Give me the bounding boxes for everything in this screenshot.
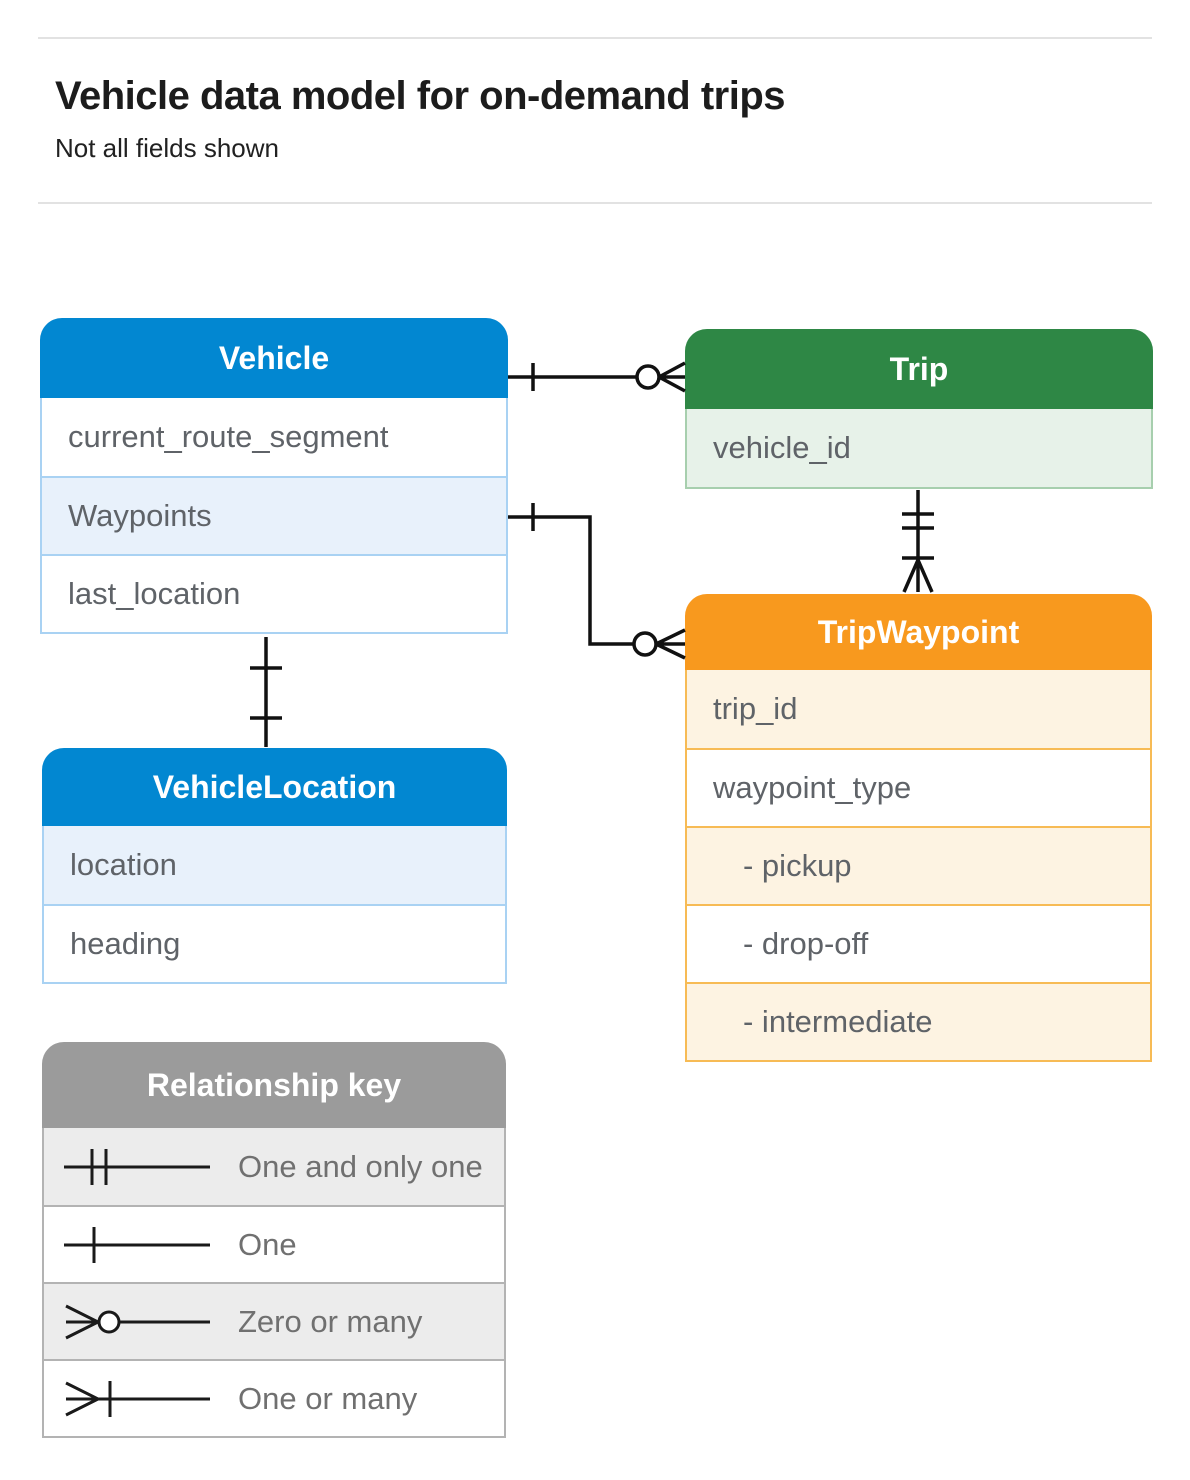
- trip-table: Trip vehicle_id: [685, 329, 1153, 489]
- table-row: - drop-off: [687, 904, 1150, 982]
- vehicle-vehiclelocation-connector: [250, 637, 282, 747]
- zero-or-many-icon: [62, 1294, 212, 1350]
- table-row: vehicle_id: [687, 409, 1151, 487]
- vehicle-table: Vehicle current_route_segment Waypoints …: [40, 318, 508, 634]
- relationship-key: Relationship key One and only one One Ze…: [42, 1042, 506, 1438]
- table-row: trip_id: [687, 670, 1150, 748]
- table-row: current_route_segment: [42, 398, 506, 476]
- relationship-key-body: One and only one One Zero or many One or…: [42, 1128, 506, 1438]
- one-icon: [62, 1217, 212, 1273]
- trip-tripwaypoint-connector: [902, 490, 934, 593]
- table-row: location: [44, 826, 505, 904]
- trip-waypoint-table-header: TripWaypoint: [685, 594, 1152, 670]
- vehicle-location-table-header: VehicleLocation: [42, 748, 507, 826]
- trip-table-body: vehicle_id: [685, 409, 1153, 489]
- header-divider: [38, 202, 1152, 204]
- trip-waypoint-table: TripWaypoint trip_id waypoint_type - pic…: [685, 594, 1152, 1062]
- one-or-many-icon: [62, 1371, 212, 1427]
- table-row: last_location: [42, 554, 506, 632]
- waypoints-tripwaypoint-connector: [508, 503, 686, 660]
- table-row: waypoint_type: [687, 748, 1150, 826]
- legend-item: One or many: [44, 1359, 504, 1436]
- vehicle-table-body: current_route_segment Waypoints last_loc…: [40, 398, 508, 634]
- page-subtitle: Not all fields shown: [55, 133, 279, 163]
- page-title: Vehicle data model for on-demand trips: [55, 74, 786, 118]
- relationship-key-header: Relationship key: [42, 1042, 506, 1128]
- top-divider: [38, 37, 1152, 39]
- legend-item-label: One or many: [238, 1380, 418, 1416]
- vehicle-table-header: Vehicle: [40, 318, 508, 398]
- table-row: Waypoints: [42, 476, 506, 554]
- table-row: heading: [44, 904, 505, 982]
- vehicle-location-table: VehicleLocation location heading: [42, 748, 507, 984]
- legend-item-label: Zero or many: [238, 1303, 423, 1339]
- legend-item: Zero or many: [44, 1282, 504, 1359]
- trip-waypoint-table-body: trip_id waypoint_type - pickup - drop-of…: [685, 670, 1152, 1062]
- trip-table-header: Trip: [685, 329, 1153, 409]
- one-and-only-one-icon: [62, 1139, 212, 1195]
- table-row: - intermediate: [687, 982, 1150, 1060]
- legend-item-label: One: [238, 1226, 297, 1262]
- legend-item: One: [44, 1205, 504, 1282]
- legend-item: One and only one: [44, 1128, 504, 1205]
- legend-item-label: One and only one: [238, 1148, 483, 1184]
- vehicle-location-table-body: location heading: [42, 826, 507, 984]
- vehicle-trip-connector: [508, 361, 686, 393]
- table-row: - pickup: [687, 826, 1150, 904]
